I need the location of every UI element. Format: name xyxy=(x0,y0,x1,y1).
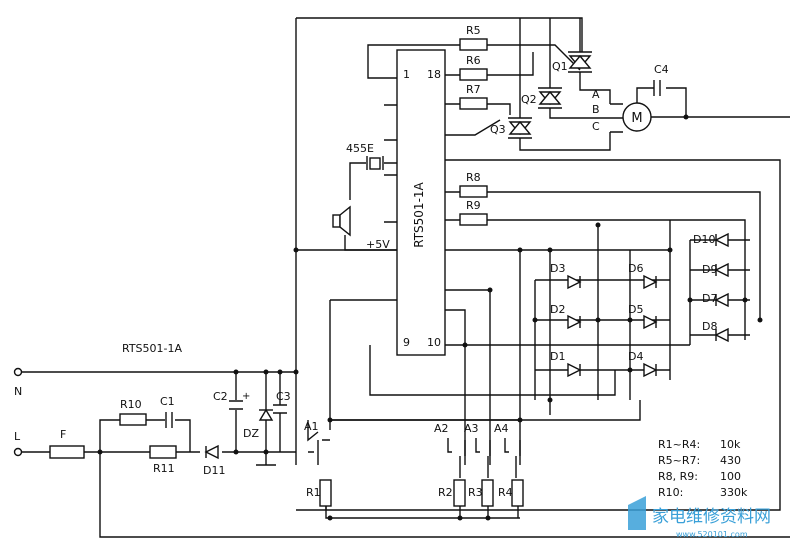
watermark-url: www.520101.com xyxy=(676,530,748,539)
r7-label: R7 xyxy=(466,83,481,96)
resistor-r11 xyxy=(149,445,177,459)
r11-label: R11 xyxy=(153,462,175,475)
r9-label: R9 xyxy=(466,199,481,212)
value-name-0: R1~R4: xyxy=(658,438,700,451)
c4-label: C4 xyxy=(654,63,669,76)
d11-label: D11 xyxy=(203,464,225,477)
supply-label: +5V xyxy=(366,238,390,251)
value-name-2: R8, R9: xyxy=(658,470,698,483)
resistor-r9 xyxy=(459,213,488,226)
pin-10-label: 10 xyxy=(427,336,441,349)
led-d8 xyxy=(714,327,729,343)
d1-label: D1 xyxy=(550,350,565,363)
q3-label: Q3 xyxy=(490,123,506,136)
buzzer-icon xyxy=(332,205,351,237)
d3-label: D3 xyxy=(550,262,565,275)
d9-label: D9 xyxy=(702,263,717,276)
fuse-f xyxy=(49,445,85,459)
a2-label: A2 xyxy=(434,422,449,435)
module-label: RTS501-1A xyxy=(122,342,183,355)
a1-label: A1 xyxy=(304,420,319,433)
r1-label: R1 xyxy=(306,486,321,499)
r3-label: R3 xyxy=(468,486,483,499)
value-name-1: R5~R7: xyxy=(658,454,700,467)
resistor-r5 xyxy=(459,38,488,51)
switch-a3 xyxy=(475,438,494,507)
fuse-label: F xyxy=(60,428,66,441)
pin-18-label: 18 xyxy=(427,68,441,81)
r8-label: R8 xyxy=(466,171,481,184)
motor-a-label: A xyxy=(592,88,600,101)
q2-label: Q2 xyxy=(521,93,537,106)
switch-a1 xyxy=(307,300,332,510)
r4-label: R4 xyxy=(498,486,513,499)
d2-label: D2 xyxy=(550,303,565,316)
c3-label: C3 xyxy=(276,390,291,403)
value-name-3: R10: xyxy=(658,486,683,499)
pin-9-label: 9 xyxy=(403,336,410,349)
triac-q1 xyxy=(568,18,611,104)
triac-q2 xyxy=(538,18,610,119)
resistor-r10 xyxy=(119,413,147,426)
motor-label: M xyxy=(631,111,642,126)
triac-q3 xyxy=(508,18,611,151)
value-val-3: 330k xyxy=(720,486,748,499)
led-d9 xyxy=(714,262,729,278)
dz-label: DZ xyxy=(243,427,259,440)
pin-1-label: 1 xyxy=(403,68,410,81)
led-d2 xyxy=(567,314,582,330)
r6-label: R6 xyxy=(466,54,481,67)
watermark-cn: 家电维修资料网 xyxy=(652,507,771,527)
mains-n-label: N xyxy=(14,385,22,398)
motor-m: M xyxy=(610,80,790,133)
led-d1 xyxy=(567,362,582,378)
zener-dz xyxy=(258,408,274,421)
resistor-r7 xyxy=(459,97,488,110)
a4-label: A4 xyxy=(494,422,509,435)
motor-c-label: C xyxy=(592,120,600,133)
d5-label: D5 xyxy=(628,303,643,316)
led-d6 xyxy=(643,274,658,290)
component-values-table: R1~R4: 10k R5~R7: 430 R8, R9: 100 R10: 3… xyxy=(658,438,748,499)
d10-label: D10 xyxy=(693,233,715,246)
value-val-1: 430 xyxy=(720,454,741,467)
d7-label: D7 xyxy=(702,292,717,305)
r5-label: R5 xyxy=(466,24,481,37)
diode-d11 xyxy=(204,444,219,460)
value-val-0: 10k xyxy=(720,438,741,451)
led-d7 xyxy=(714,292,729,308)
c1-label: C1 xyxy=(160,395,175,408)
crystal-455e xyxy=(349,156,397,200)
d8-label: D8 xyxy=(702,320,717,333)
ic-name: RTS501-1A xyxy=(412,181,426,247)
led-d3 xyxy=(567,274,582,290)
q1-label: Q1 xyxy=(552,60,568,73)
led-d4 xyxy=(643,362,658,378)
led-matrix xyxy=(330,220,750,465)
r10-label: R10 xyxy=(120,398,142,411)
crystal-label: 455E xyxy=(346,142,374,155)
mains-l-label: L xyxy=(14,430,21,443)
value-val-2: 100 xyxy=(720,470,741,483)
watermark: 家电维修资料网 www.520101.com xyxy=(628,496,771,539)
motor-b-label: B xyxy=(592,103,600,116)
led-d10 xyxy=(714,232,729,248)
d6-label: D6 xyxy=(628,262,643,275)
d4-label: D4 xyxy=(628,350,643,363)
watermark-logo-icon xyxy=(628,496,646,530)
svg-text:+: + xyxy=(242,391,250,402)
c2-label: C2 xyxy=(213,390,228,403)
r2-label: R2 xyxy=(438,486,453,499)
led-d5 xyxy=(643,314,658,330)
resistor-r6 xyxy=(459,68,488,81)
resistor-r8 xyxy=(459,185,488,198)
ic-rts501: RTS501-1A 1 18 9 10 xyxy=(396,49,446,356)
a3-label: A3 xyxy=(464,422,479,435)
